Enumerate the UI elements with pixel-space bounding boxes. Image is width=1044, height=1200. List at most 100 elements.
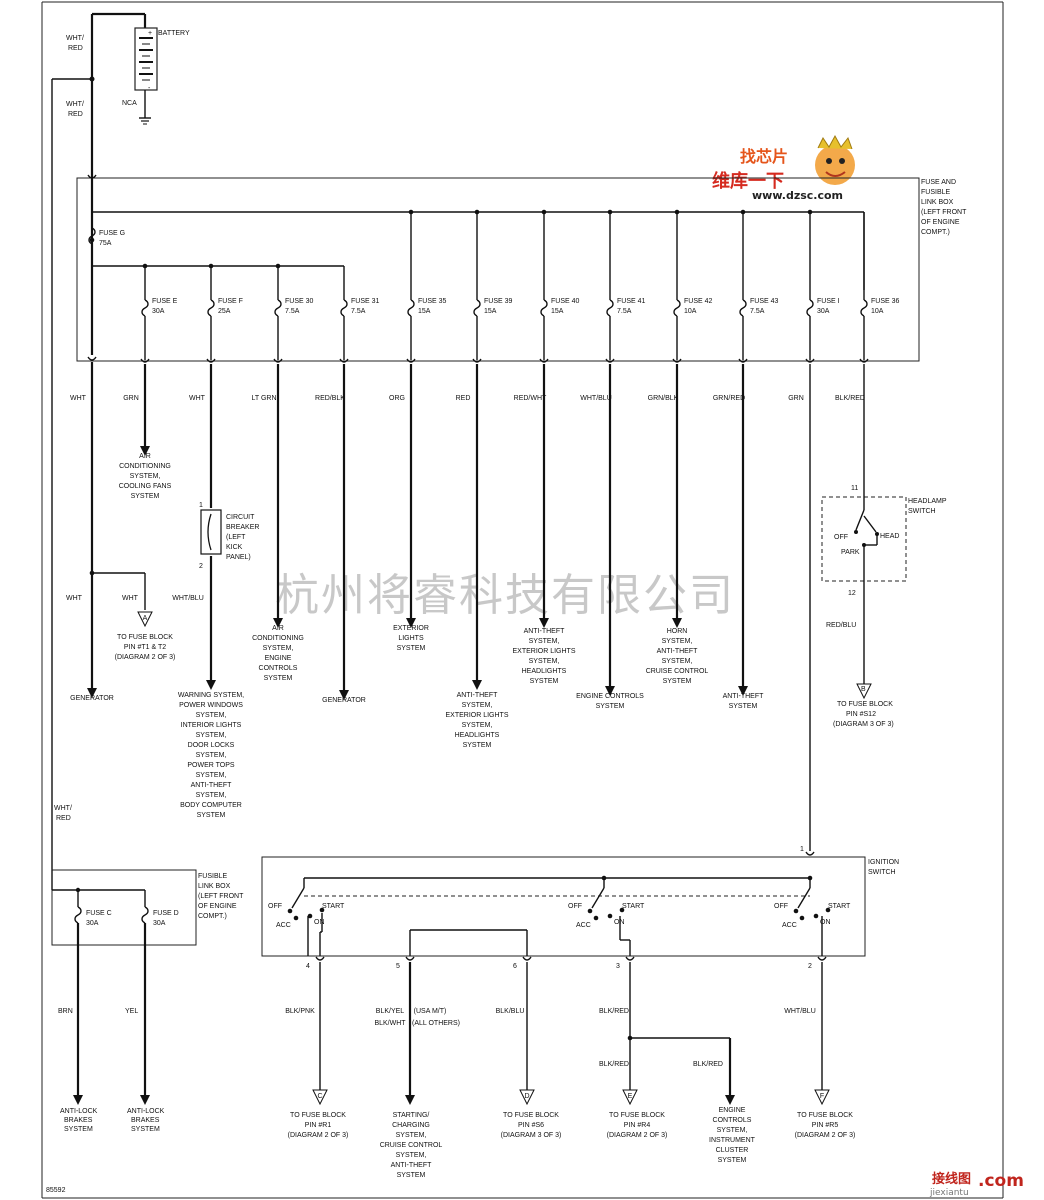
destination-label: INTERIOR LIGHTS (181, 722, 242, 729)
fuse-icon (473, 299, 481, 317)
starting-system-label: CRUISE CONTROL (380, 1142, 443, 1149)
pin-number: 1 (800, 846, 804, 853)
figure-code: 85592 (46, 1187, 66, 1194)
switch-position: ACC (782, 922, 797, 929)
destination-label: CRUISE CONTROL (646, 668, 709, 675)
wire-color: BLK/RED (599, 1008, 629, 1015)
destination-label: AIR (272, 625, 284, 632)
fuse-block-s12-label: TO FUSE BLOCK PIN #S12 (DIAGRAM 3 OF 3) (833, 701, 894, 728)
destination-label: LIGHTS (398, 635, 424, 642)
svg-text:BRAKES: BRAKES (64, 1117, 93, 1124)
fuse-rating: 10A (684, 308, 697, 315)
destination-label: SYSTEM, (196, 732, 227, 739)
pin-number: 12 (848, 590, 856, 597)
pin-icon (539, 358, 549, 363)
connector-label: E (628, 1093, 633, 1100)
headlamp-title: SWITCH (908, 508, 936, 515)
battery-nca: NCA (122, 100, 137, 107)
switch-position: START (322, 903, 345, 910)
destination-label: CONTROLS (259, 665, 298, 672)
svg-text:FUSIBLE: FUSIBLE (198, 873, 228, 880)
headlamp-title: HEADLAMP (908, 498, 947, 505)
wire-color: WHT (189, 395, 206, 402)
fuse-block-s6-label: TO FUSE BLOCK (503, 1112, 559, 1119)
starting-system-label: CHARGING (392, 1122, 430, 1129)
pin-number: 2 (808, 963, 812, 970)
splice-dot (619, 907, 625, 913)
fuse-block-r1-label: (DIAGRAM 2 OF 3) (288, 1132, 349, 1139)
wire-color: WHT/BLU (784, 1008, 816, 1015)
destination-label: BODY COMPUTER (180, 802, 242, 809)
svg-text:(DIAGRAM 3 OF 3): (DIAGRAM 3 OF 3) (833, 721, 894, 728)
splice-dot (587, 908, 593, 914)
wire-color: YEL (125, 1008, 138, 1015)
arrow-icon (87, 688, 97, 698)
destination-label: CONDITIONING (252, 635, 304, 642)
switch-position: ACC (276, 922, 291, 929)
starting-system-label: SYSTEM, (396, 1132, 427, 1139)
wire-color: WHT (70, 395, 87, 402)
fuse-icon (88, 227, 96, 245)
destination-label: SYSTEM (131, 493, 160, 500)
fuse-icon (407, 299, 415, 317)
wire-color: BLK/RED (693, 1061, 723, 1068)
battery-icon (92, 12, 158, 125)
wire-color: WHT/ (66, 101, 84, 108)
wire-color: LT GRN (251, 395, 276, 402)
fuse-box-label: FUSE AND FUSIBLE LINK BOX (LEFT FRONT OF… (921, 179, 967, 236)
wire-color: (USA M/T) (414, 1008, 447, 1015)
switch-position: OFF (774, 903, 788, 910)
fuse-name: FUSE I (817, 298, 840, 305)
engine-controls-label: ENGINE (719, 1107, 746, 1114)
pin-icon (339, 358, 349, 363)
fuse-icon (739, 299, 747, 317)
breaker-label: BREAKER (226, 524, 259, 531)
destination-label: CONDITIONING (119, 463, 171, 470)
destination-label: SYSTEM, (662, 658, 693, 665)
engine-controls-label: CLUSTER (716, 1147, 749, 1154)
fuse-icon (340, 299, 348, 317)
fuse-rating: 10A (871, 308, 884, 315)
splice-dot (319, 907, 325, 913)
fuse-icon (540, 299, 548, 317)
fuse-d-name: FUSE D (153, 910, 179, 917)
destination-label: SYSTEM, (196, 792, 227, 799)
fuse-icon (673, 299, 681, 317)
destination-label: SYSTEM, (263, 645, 294, 652)
fuse-block-r1-label: TO FUSE BLOCK (290, 1112, 346, 1119)
switch-blade (591, 887, 605, 909)
wire-color: RED/BLU (826, 622, 856, 629)
wire-color: (ALL OTHERS) (412, 1020, 460, 1027)
fuse-block-s6-label: PIN #S6 (518, 1122, 544, 1129)
splice-dot (607, 913, 613, 919)
destination-label: HEADLIGHTS (455, 732, 500, 739)
pin-number: 11 (851, 485, 858, 492)
fuse-rating: 7.5A (617, 308, 632, 315)
destination-label: SYSTEM (264, 675, 293, 682)
pin-number: 5 (396, 963, 400, 970)
fuse-rating: 7.5A (351, 308, 366, 315)
destination-label: DOOR LOCKS (188, 742, 235, 749)
svg-text:接线图: 接线图 (932, 1171, 971, 1187)
engine-controls-label: SYSTEM, (717, 1127, 748, 1134)
fuse-block-r5-label: PIN #R5 (812, 1122, 839, 1129)
svg-text:FUSIBLE: FUSIBLE (921, 189, 951, 196)
pin-icon (406, 358, 416, 363)
headlamp-switch-symbol (854, 494, 879, 583)
wire-color: WHT/ (54, 805, 72, 812)
wire-color: RED/WHT (514, 395, 547, 402)
fuse-c-rating: 30A (86, 920, 99, 927)
fuse-block-r4-label: (DIAGRAM 2 OF 3) (607, 1132, 668, 1139)
fusible-link-box-label: FUSIBLE LINK BOX (LEFT FRONT OF ENGINE C… (198, 873, 244, 920)
svg-text:COMPT.): COMPT.) (921, 229, 950, 236)
pin-icon (315, 956, 325, 961)
fuse-rating: 15A (418, 308, 431, 315)
fuse-block-r5-label: TO FUSE BLOCK (797, 1112, 853, 1119)
ignition-switch (261, 856, 866, 957)
svg-text:(LEFT FRONT: (LEFT FRONT (198, 893, 244, 900)
breaker-label: (LEFT (226, 534, 246, 541)
fuse-name: FUSE 42 (684, 298, 713, 305)
fuse-icon (274, 299, 282, 317)
destination-label: ANTI-THEFT (524, 628, 566, 635)
